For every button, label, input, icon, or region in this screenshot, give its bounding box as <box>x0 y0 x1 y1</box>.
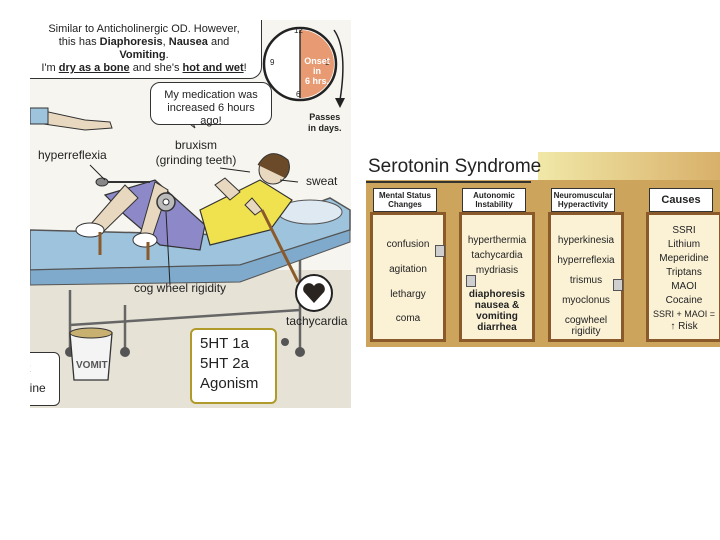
receptor-line-2: 5HT 2a <box>200 355 249 372</box>
med-line-1: My medication was <box>164 89 258 101</box>
clock-6: 6 <box>296 90 301 99</box>
door-item: Lithium <box>667 239 701 250</box>
door-neuromuscular: hyperkinesia hyperreflexia trismus myocl… <box>548 212 624 342</box>
door-causes: SSRI Lithium Meperidine Triptans MAOI Co… <box>646 212 720 342</box>
clock-12: 12 <box>294 26 303 35</box>
door-item: coma <box>395 313 421 324</box>
door-mental-status: confusion agitation lethargy coma <box>370 212 446 342</box>
door-item: ↑ Risk <box>670 321 698 332</box>
speech-bubble-medication: My medication was increased 6 hours ago! <box>150 82 272 127</box>
cropped-label-box: t line <box>30 352 60 406</box>
door-item: vomiting <box>476 311 518 322</box>
receptor-line-1: 5HT 1a <box>200 335 249 352</box>
label-sweat: sweat <box>306 174 338 188</box>
cartoon-illustration: Similar to Anticholinergic OD. However, … <box>30 20 351 408</box>
door-item: MAOI <box>671 281 697 292</box>
door-autonomic: hyperthermia tachycardia mydriasis diaph… <box>459 212 535 342</box>
passes-label: Passes in days. <box>308 112 342 133</box>
label-vomit: VOMIT <box>76 360 108 371</box>
door-item: SSRI + MAOI = <box>652 309 716 319</box>
door-item: SSRI <box>672 225 696 236</box>
door-item: myoclonus <box>562 295 610 306</box>
receptor-line-3: Agonism <box>200 375 259 392</box>
door-item: Cocaine <box>665 295 703 306</box>
serotonin-title: Serotonin Syndrome <box>368 156 542 177</box>
door-heading-causes: Causes <box>649 188 713 212</box>
label-cogwheel: cog wheel rigidity <box>134 281 227 295</box>
label-hyperreflexia: hyperreflexia <box>38 148 107 162</box>
door-item: hyperreflexia <box>557 255 615 266</box>
door-item: nausea & <box>474 300 520 311</box>
title-underline <box>366 181 531 183</box>
door-handle-icon <box>466 275 476 287</box>
speech-bubble-comparison: Similar to Anticholinergic OD. However, … <box>30 20 262 79</box>
panel-header-bg <box>538 152 720 182</box>
door-item: lethargy <box>390 289 426 300</box>
door-item: diaphoresis <box>468 289 526 300</box>
door-item: Meperidine <box>659 253 709 264</box>
bubble-line-3: I'm dry as a bone and she's hot and wet! <box>41 62 247 74</box>
bubble-line-1: Similar to Anticholinergic OD. However, <box>48 23 240 35</box>
door-handle-icon <box>613 279 623 291</box>
label-bruxism: bruxism (grinding teeth) <box>155 138 237 167</box>
door-item: confusion <box>386 239 430 250</box>
door-item: mydriasis <box>475 265 519 276</box>
clock-9: 9 <box>270 58 275 67</box>
door-item: agitation <box>389 264 427 275</box>
door-item: hyperkinesia <box>557 235 615 246</box>
door-item: Triptans <box>666 267 702 278</box>
door-item: cogwheel <box>564 315 608 326</box>
bubble-line-2: this has Diaphoresis, Nausea and Vomitin… <box>58 36 230 61</box>
clock-3: 3 <box>325 58 330 67</box>
door-handle-icon <box>435 245 445 257</box>
door-item: trismus <box>569 275 603 286</box>
door-item: rigidity <box>571 326 601 337</box>
door-item: hyperthermia <box>467 235 527 246</box>
door-item: tachycardia <box>471 250 523 261</box>
med-line-2: increased 6 hours ago! <box>167 102 255 127</box>
illustration-drawing <box>30 26 351 408</box>
onset-label: Onset in 6 hrs. <box>304 56 330 86</box>
cropped-text-2: line <box>30 381 46 395</box>
door-item: diarrhea <box>477 322 517 333</box>
receptor-box: 5HT 1a 5HT 2a Agonism <box>190 328 277 404</box>
label-tachycardia: tachycardia <box>286 314 348 328</box>
